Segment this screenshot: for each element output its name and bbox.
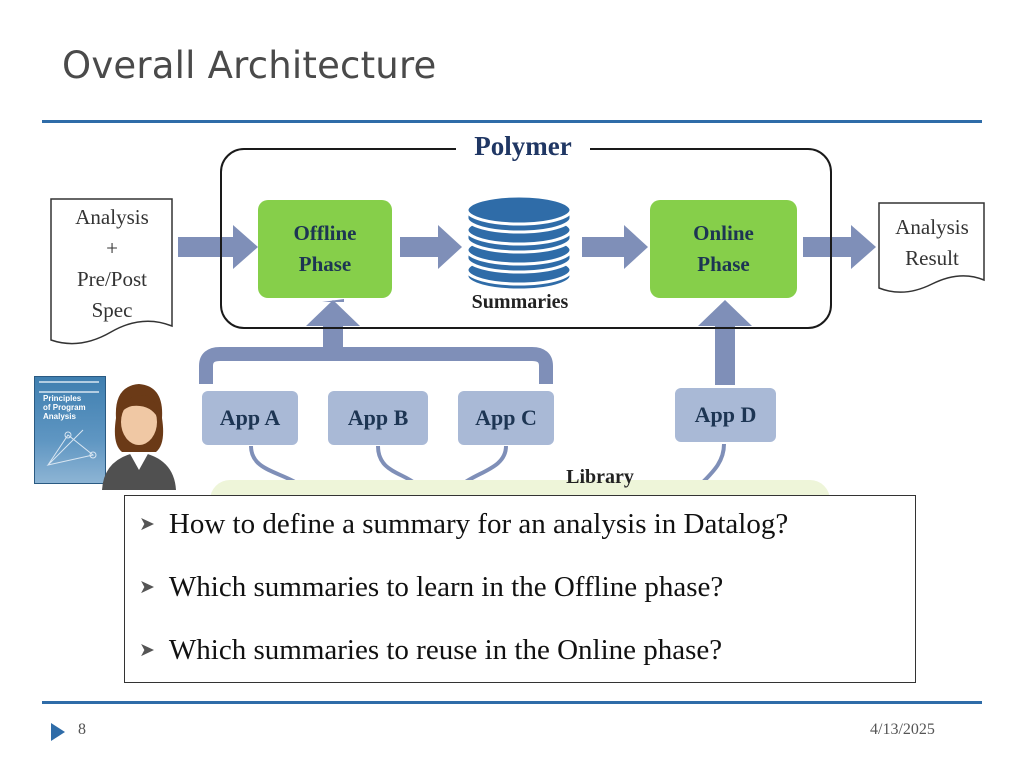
- app-b-box: App B: [328, 391, 428, 445]
- input-doc-line: Spec: [91, 298, 133, 322]
- input-document-shape: [50, 198, 173, 345]
- input-doc-line: Analysis: [75, 205, 149, 229]
- book-title-line: of Program: [43, 403, 86, 412]
- slide-title: Overall Architecture: [62, 44, 437, 87]
- question-item: ➤ Which summaries to reuse in the Online…: [139, 634, 722, 667]
- input-doc-line: +: [106, 236, 118, 260]
- book-title-line: Analysis: [43, 412, 76, 421]
- question-text: Which summaries to learn in the Offline …: [168, 571, 724, 603]
- output-document: Analysis Result: [878, 212, 986, 274]
- online-phase-line: Online: [693, 221, 754, 245]
- question-item: ➤ How to define a summary for an analysi…: [139, 508, 788, 541]
- arrow-online-to-result: [803, 225, 876, 269]
- online-phase-line: Phase: [697, 252, 750, 276]
- slide-date: 4/13/2025: [870, 721, 935, 738]
- input-doc-line: Pre/Post: [76, 267, 147, 291]
- input-document: Analysis + Pre/Post Spec: [50, 202, 174, 326]
- offline-phase-line: Phase: [298, 252, 352, 276]
- output-doc-line: Analysis: [895, 215, 969, 239]
- arrow-apps-to-offline: [199, 299, 553, 384]
- offline-phase-line: Offline: [293, 221, 357, 245]
- arrow-input-to-offline: [178, 225, 258, 269]
- library-label: Library: [566, 466, 634, 488]
- person-avatar-icon: [102, 384, 176, 490]
- page-number: 8: [78, 721, 86, 738]
- slide-marker-icon: [51, 723, 65, 741]
- arrow-appd-to-online: [698, 300, 752, 385]
- polymer-label: Polymer: [456, 131, 590, 162]
- offline-phase-box: Offline Phase: [258, 200, 392, 298]
- bullet-arrow-icon: ➤: [139, 514, 155, 535]
- bullet-arrow-icon: ➤: [139, 577, 155, 598]
- online-phase-box: Online Phase: [650, 200, 797, 298]
- question-text: Which summaries to reuse in the Online p…: [168, 634, 723, 666]
- bullet-arrow-icon: ➤: [139, 640, 155, 661]
- book-cover-image: Principles of Program Analysis: [34, 376, 106, 484]
- database-icon: [465, 194, 573, 292]
- app-a-box: App A: [202, 391, 298, 445]
- output-doc-line: Result: [905, 246, 959, 270]
- top-divider: [42, 120, 982, 123]
- book-title-line: Principles: [43, 394, 82, 403]
- arrow-summaries-to-online: [582, 225, 648, 269]
- arrow-offline-to-summaries: [400, 225, 462, 269]
- bottom-divider: [42, 701, 982, 704]
- output-document-shape: [878, 202, 985, 293]
- summaries-label: Summaries: [471, 291, 569, 313]
- question-text: How to define a summary for an analysis …: [168, 508, 789, 540]
- question-item: ➤ Which summaries to learn in the Offlin…: [139, 571, 723, 604]
- app-d-box: App D: [675, 388, 776, 442]
- app-c-box: App C: [458, 391, 554, 445]
- questions-callout: ➤ How to define a summary for an analysi…: [124, 495, 916, 683]
